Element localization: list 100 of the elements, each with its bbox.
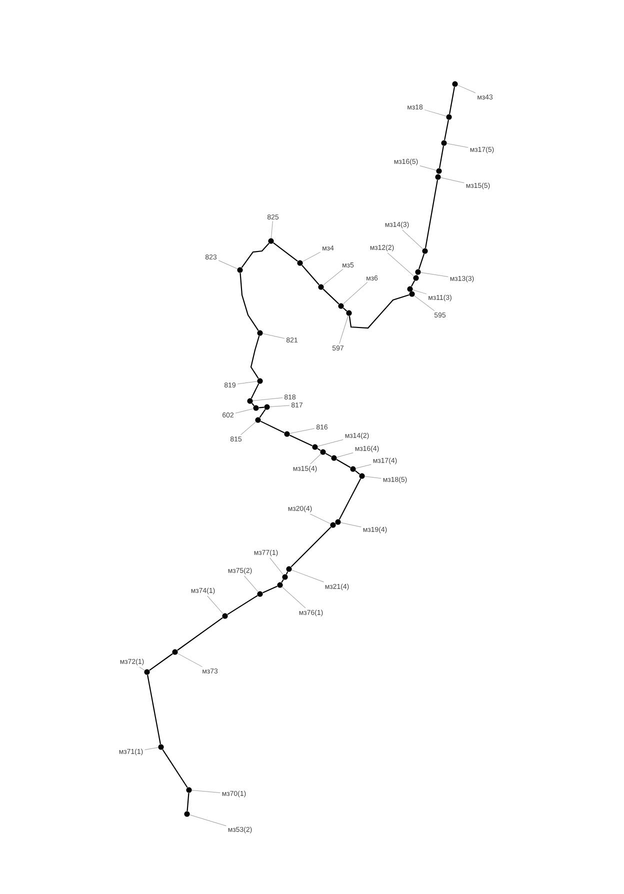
survey-point [284, 431, 290, 437]
leader-line [402, 230, 424, 250]
leader-line [339, 316, 348, 344]
leader-line [270, 558, 284, 575]
route-line [348, 294, 410, 329]
route-line [240, 272, 259, 331]
leader-line [440, 177, 464, 184]
route-line [250, 383, 260, 399]
survey-point [277, 582, 283, 588]
survey-point [184, 811, 190, 817]
leader-line [218, 260, 238, 270]
survey-point [435, 174, 441, 180]
survey-point [257, 591, 263, 597]
route-line [162, 749, 188, 788]
survey-point [286, 566, 292, 572]
route-line [281, 579, 284, 583]
route-line [449, 86, 455, 114]
survey-point [331, 455, 337, 461]
route-line [260, 420, 285, 434]
leader-line [310, 514, 331, 524]
route-line [302, 264, 320, 286]
survey-point [318, 284, 324, 290]
route-line [410, 280, 416, 287]
survey-point [407, 286, 413, 292]
route-line [258, 406, 264, 408]
leader-line [420, 166, 436, 170]
survey-point [247, 398, 253, 404]
leader-line [302, 252, 321, 262]
route-line [262, 586, 278, 594]
route-line [342, 308, 348, 312]
route-line [338, 478, 362, 520]
survey-point [415, 269, 421, 275]
leader-line [262, 333, 285, 339]
leader-line [420, 272, 448, 278]
leader-line [237, 381, 258, 384]
survey-point [409, 291, 415, 297]
leader-line [282, 586, 306, 608]
leader-line [323, 268, 344, 286]
route-line [227, 595, 258, 615]
leader-line [252, 398, 283, 401]
survey-point [257, 378, 263, 384]
survey-point [282, 574, 288, 580]
survey-point [413, 275, 419, 281]
route-line [424, 180, 438, 248]
route-line [177, 617, 223, 651]
survey-point [346, 310, 352, 316]
leader-line [292, 570, 324, 582]
leader-line [244, 576, 258, 592]
route-line [250, 336, 260, 379]
leader-line [190, 814, 226, 826]
leader-line [192, 790, 220, 794]
leader-line [412, 290, 427, 294]
leader-line [414, 296, 435, 312]
route-line [259, 409, 266, 418]
survey-point [255, 417, 261, 423]
leader-line [139, 666, 145, 671]
survey-point [264, 404, 270, 410]
route-line [149, 653, 173, 671]
leader-line [387, 252, 414, 276]
route-line [418, 254, 425, 270]
route-line [325, 452, 332, 458]
survey-point [297, 260, 303, 266]
survey-point [257, 330, 263, 336]
route-line [336, 459, 351, 468]
leader-line [424, 110, 446, 116]
leader-line [342, 282, 368, 304]
survey-point [158, 744, 164, 750]
survey-point [335, 519, 341, 525]
leader-line [177, 653, 203, 668]
route-line [147, 674, 161, 744]
survey-point [320, 449, 326, 455]
survey-point [446, 114, 452, 120]
survey-point [436, 168, 442, 174]
leader-line [340, 522, 362, 528]
route-line [286, 571, 288, 575]
survey-point [222, 613, 228, 619]
survey-point [422, 248, 428, 254]
survey-point [268, 238, 274, 244]
leader-line [144, 747, 158, 750]
leader-line [446, 143, 468, 148]
leader-line [318, 439, 344, 446]
leader-line [207, 596, 224, 614]
route-line [289, 434, 313, 446]
route-line [444, 120, 449, 140]
leader-line [336, 452, 354, 458]
route-line [241, 242, 270, 268]
leader-line [310, 454, 322, 464]
route-line [355, 470, 360, 475]
route-line [322, 288, 340, 304]
route-line [317, 448, 321, 451]
survey-point [330, 522, 336, 528]
leader-line [240, 422, 256, 436]
route-line [273, 242, 298, 262]
route-line [290, 526, 332, 568]
route-line [252, 402, 254, 406]
survey-point [338, 303, 344, 309]
survey-point [452, 81, 458, 87]
leader-line [356, 464, 372, 469]
survey-point [350, 466, 356, 472]
leader-line [235, 408, 254, 414]
